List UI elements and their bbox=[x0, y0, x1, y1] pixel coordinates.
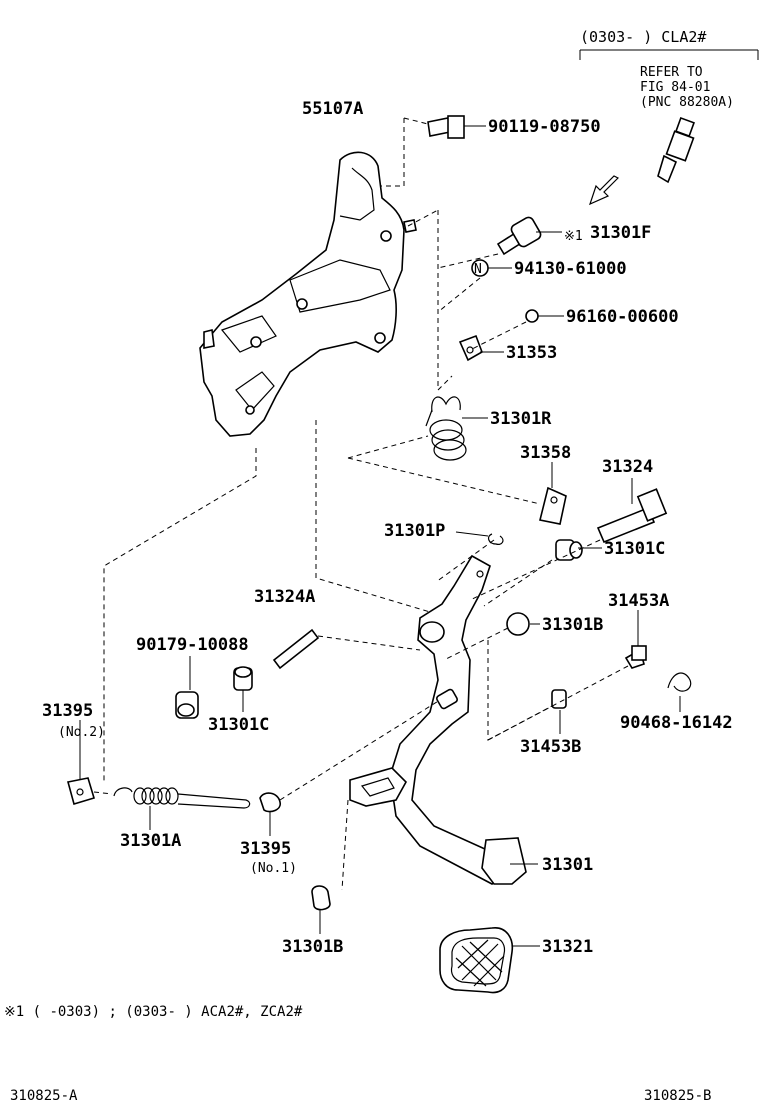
label-94130-61000: 94130-61000 bbox=[514, 259, 627, 279]
label-n-mark: N bbox=[474, 262, 482, 277]
label-90119-08750: 90119-08750 bbox=[488, 117, 601, 137]
label-90468-16142: 90468-16142 bbox=[620, 713, 733, 733]
label-31353: 31353 bbox=[506, 343, 557, 363]
bolt-31324-part bbox=[596, 488, 668, 544]
range-label: (0303- ) CLA2# bbox=[580, 28, 706, 46]
label-31301A: 31301A bbox=[120, 831, 181, 851]
label-31324: 31324 bbox=[602, 457, 653, 477]
nut-31453B-part bbox=[551, 689, 567, 709]
cushion-31301B-lower-part bbox=[311, 885, 331, 911]
label-31321: 31321 bbox=[542, 937, 593, 957]
bracket-31395-no2-part bbox=[67, 777, 95, 806]
label-31301: 31301 bbox=[542, 855, 593, 875]
pin-31324A-part bbox=[272, 628, 320, 670]
refer-line1: REFER TO bbox=[640, 65, 703, 80]
clip-90468-part bbox=[667, 672, 692, 692]
label-31395-no1-sub: (No.1) bbox=[250, 861, 297, 876]
footer-left-code: 310825-A bbox=[10, 1088, 78, 1104]
label-31453A: 31453A bbox=[608, 591, 669, 611]
label-96160-00600: 96160-00600 bbox=[566, 307, 679, 327]
leader-lines bbox=[79, 125, 681, 947]
label-31324A: 31324A bbox=[254, 587, 315, 607]
bolt-31453A-part bbox=[624, 645, 647, 669]
label-31395-no2-sub: (No.2) bbox=[58, 725, 105, 740]
pedal-bracket-part bbox=[199, 151, 417, 437]
plate-31358-part bbox=[539, 486, 567, 525]
label-31395-no2: 31395 bbox=[42, 701, 93, 721]
bushing-31301C-upper-part bbox=[555, 539, 583, 561]
footnote: ※1 ( -0303) ; (0303- ) ACA2#, ZCA2# bbox=[4, 1004, 303, 1020]
return-spring-31301A-part bbox=[113, 787, 251, 809]
refer-line2: FIG 84-01 bbox=[640, 80, 710, 95]
label-31395-no1: 31395 bbox=[240, 839, 291, 859]
brake-pedal-31301-part bbox=[349, 554, 527, 885]
bushing-31301C-lower-part bbox=[233, 666, 253, 691]
label-31453B: 31453B bbox=[520, 737, 581, 757]
spring-31301R-part bbox=[425, 396, 467, 461]
nut-96160-part bbox=[525, 309, 539, 323]
bolt-90119-part bbox=[427, 115, 465, 139]
assembly-lines bbox=[93, 117, 629, 891]
stop-lamp-switch-part bbox=[657, 117, 695, 184]
direction-arrow bbox=[589, 175, 620, 206]
clip-31301P-part bbox=[487, 533, 504, 545]
label-90179-10088: 90179-10088 bbox=[136, 635, 249, 655]
header-bracket bbox=[579, 49, 759, 60]
label-31301C-lower: 31301C bbox=[208, 715, 269, 735]
pedal-pad-31321-part bbox=[439, 927, 514, 994]
label-31301B-lower: 31301B bbox=[282, 937, 343, 957]
footer-right-code: 310825-B bbox=[644, 1088, 711, 1104]
label-31358: 31358 bbox=[520, 443, 571, 463]
cushion-31301B-upper-part bbox=[506, 612, 530, 636]
label-31301C-upper: 31301C bbox=[604, 539, 665, 559]
bolt-31301F-part bbox=[496, 216, 542, 256]
label-31301F-mark: ※1 bbox=[564, 229, 583, 244]
label-31301R: 31301R bbox=[490, 409, 552, 429]
label-55107A: 55107A bbox=[302, 99, 363, 119]
bushing-90179-part bbox=[175, 691, 199, 719]
bracket-31395-no1-part bbox=[259, 792, 281, 813]
label-31301B-upper: 31301B bbox=[542, 615, 603, 635]
refer-line3: (PNC 88280A) bbox=[640, 95, 734, 110]
label-31301P: 31301P bbox=[384, 521, 445, 541]
label-31301F: 31301F bbox=[590, 223, 651, 243]
bushing-31353-part bbox=[458, 334, 483, 362]
